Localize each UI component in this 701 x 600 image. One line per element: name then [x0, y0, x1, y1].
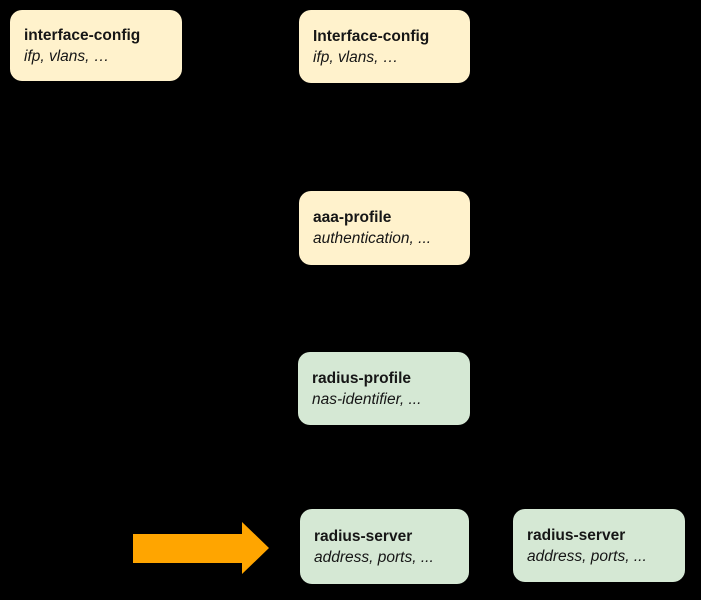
- node-radius-profile: radius-profile nas-identifier, ...: [298, 352, 470, 425]
- node-interface-config-left: interface-config ifp, vlans, …: [10, 10, 182, 81]
- node-subtitle: ifp, vlans, …: [313, 48, 399, 66]
- right-arrow-icon: [133, 522, 269, 574]
- node-radius-server-center: radius-server address, ports, ...: [300, 509, 469, 584]
- node-radius-server-right: radius-server address, ports, ...: [513, 509, 685, 582]
- node-title: aaa-profile: [313, 209, 392, 226]
- node-subtitle: authentication, ...: [313, 230, 432, 247]
- node-title: radius-server: [314, 527, 413, 545]
- node-subtitle: nas-identifier, ...: [312, 390, 422, 408]
- right-arrow-shape: [133, 522, 269, 574]
- node-subtitle: address, ports, ...: [527, 547, 647, 565]
- node-title: radius-server: [527, 526, 626, 544]
- node-title: radius-profile: [312, 369, 412, 387]
- node-subtitle: ifp, vlans, …: [24, 47, 110, 65]
- node-subtitle: address, ports, ...: [314, 548, 434, 566]
- node-title: interface-config: [24, 26, 141, 44]
- node-aaa-profile: aaa-profile authentication, ...: [299, 191, 470, 265]
- node-interface-config-center: Interface-config ifp, vlans, …: [299, 10, 470, 83]
- node-title: Interface-config: [313, 27, 430, 45]
